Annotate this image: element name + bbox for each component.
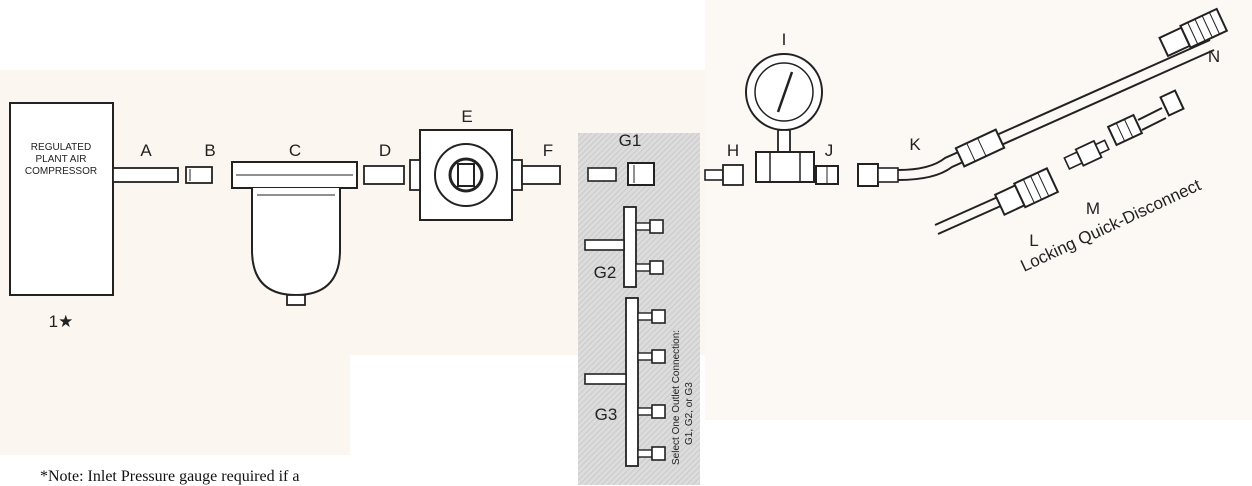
hose-k-inner [897, 49, 1215, 181]
g2-outlet-2 [635, 260, 664, 275]
label-f: F [543, 141, 553, 160]
g2-outlet-1 [635, 219, 664, 234]
label-d: D [379, 141, 391, 160]
hose-l [934, 195, 1001, 226]
label-g1: G1 [619, 131, 642, 150]
footnote: *Note: Inlet Pressure gauge required if … [40, 468, 300, 485]
compressor-label-line-1: REGULATED [31, 142, 91, 153]
g3-outlet-1 [637, 309, 666, 324]
outlet-note-line-2: G1, G2, or G3 [684, 382, 695, 445]
label-m: M [1086, 199, 1100, 218]
plug-h-body [722, 164, 744, 186]
g2-inlet [584, 239, 625, 251]
g3-outlet-3 [637, 404, 666, 419]
g3-inlet [584, 373, 627, 385]
label-n: N [1208, 47, 1220, 66]
label-g3: G3 [595, 405, 618, 424]
g3-outlet-4 [637, 446, 666, 461]
filter-drain [286, 294, 306, 306]
hose-k [897, 39, 1211, 171]
label-g2: G2 [594, 263, 617, 282]
background-tint-lower [0, 355, 350, 455]
g3-outlet-2 [637, 349, 666, 364]
hose-k-coupler [857, 163, 879, 187]
label-b: B [204, 141, 215, 160]
label-c: C [289, 141, 301, 160]
compressor-label-line-2: PLANT AIR [36, 154, 87, 165]
pipe-a [112, 167, 179, 183]
coupler-l [993, 167, 1060, 216]
nipple-b [185, 166, 213, 184]
regulator-knob-grip [457, 163, 475, 187]
outlet-panel [578, 133, 700, 485]
regulator-port-left [409, 159, 421, 191]
hose-l-inner [937, 204, 1004, 235]
hose-m-end [1159, 89, 1185, 117]
nipple-d [363, 165, 405, 185]
gauge-needle [776, 71, 794, 113]
filter-bowl [251, 188, 341, 297]
label-k: K [909, 135, 921, 154]
label-e: E [461, 107, 472, 126]
hose-k-ferrule [877, 167, 899, 183]
label-l: L [1029, 231, 1038, 250]
label-i: I [782, 30, 787, 49]
plug-m [1063, 139, 1110, 170]
hose-n-end [1158, 7, 1229, 58]
label-j: J [825, 141, 834, 160]
compressor-number: 1★ [49, 312, 74, 331]
gauge-stem [777, 129, 791, 153]
label-h: H [727, 141, 739, 160]
g1-nipple [587, 167, 617, 182]
hose-m [1137, 107, 1163, 121]
g2-manifold [623, 206, 637, 288]
compressor-box [9, 102, 114, 296]
g3-manifold [625, 297, 639, 467]
outlet-note-line-1: Select One Outlet Connection: [671, 330, 682, 465]
hose-m-inner [1141, 117, 1167, 131]
hose-m-fitting [1106, 113, 1144, 147]
g1-coupler [627, 162, 655, 186]
nipple-f [521, 165, 561, 185]
plug-h-tip [704, 169, 724, 181]
hose-k-mid-fitting [954, 128, 1006, 168]
tee-fitting [755, 151, 815, 183]
compressor-label-line-3: COMPRESSOR [25, 166, 97, 177]
label-a: A [140, 141, 152, 160]
regulator-port-right [511, 159, 523, 191]
